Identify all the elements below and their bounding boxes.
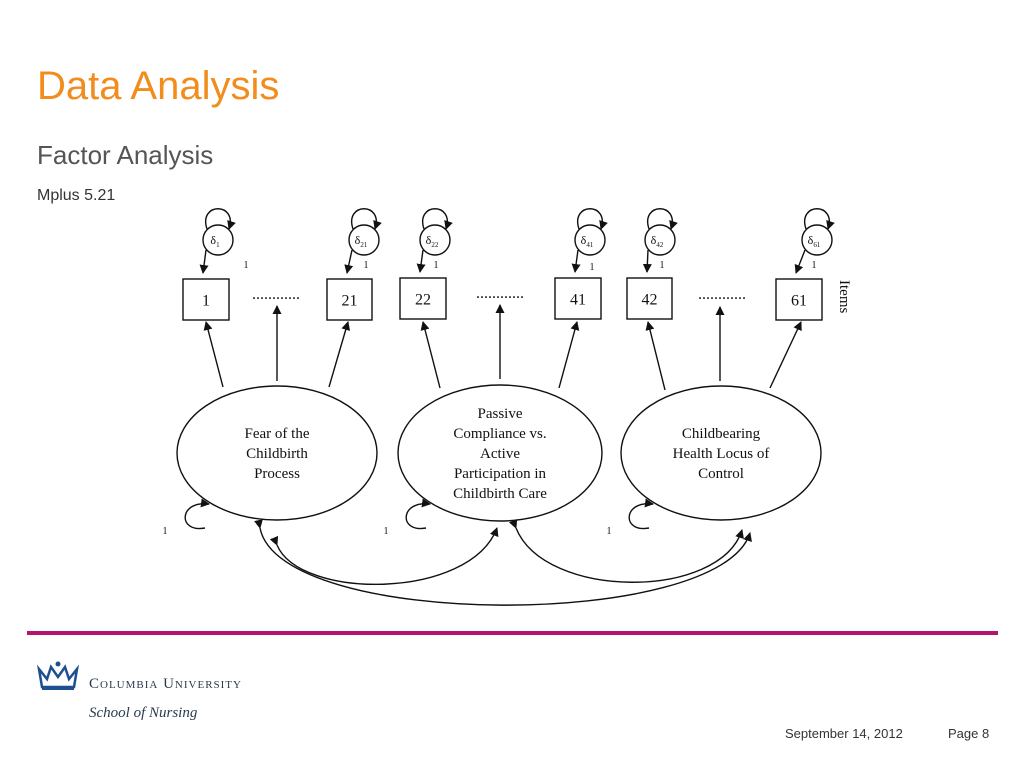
loading-arrow (558, 321, 580, 389)
factor-variance-label: 1 (163, 526, 168, 537)
crown-logo-icon (37, 661, 79, 690)
error-path-label: 1 (364, 260, 369, 271)
item-label: 42 (642, 292, 658, 309)
error-variance-loop (576, 208, 608, 230)
factor-label: Childbearing (682, 426, 761, 442)
covariance-curve (254, 519, 752, 606)
error-label: δ42 (651, 233, 664, 249)
factor-label: Control (698, 466, 744, 482)
error-path-arrow (794, 249, 806, 274)
error-path-label: 1 (660, 260, 665, 271)
error-path-label: 1 (590, 262, 595, 273)
error-label: δ21 (355, 233, 368, 249)
factor-variance-loop (184, 498, 210, 530)
factor-variance-label: 1 (384, 526, 389, 537)
factor-label: Participation in (454, 466, 547, 482)
factor-analysis-diagram: 1 δ1 1 21 δ21 1 22 δ22 1 41 δ41 1 42 δ42 1 61 δ61 1......… (163, 208, 852, 606)
factor-variance-loop (405, 498, 431, 530)
items-ellipsis: ............ (252, 286, 300, 303)
factor-label: Childbirth (246, 446, 308, 462)
footer-divider (27, 631, 998, 635)
error-label: δ1 (210, 233, 220, 249)
loading-arrow (645, 321, 666, 391)
error-term (644, 224, 676, 256)
software-note: Mplus 5.21 (37, 187, 116, 204)
error-path-arrow (416, 249, 426, 273)
factor-label: Active (480, 446, 520, 462)
items-ellipsis: ............ (476, 285, 524, 302)
slide-subtitle: Factor Analysis (37, 140, 214, 170)
loading-arrow (769, 321, 802, 389)
error-path-label: 1 (244, 260, 249, 271)
items-side-label: Items (836, 280, 852, 313)
factor-variance-label: 1 (607, 526, 612, 537)
error-term (801, 224, 833, 256)
error-label: δ22 (426, 233, 439, 249)
error-path-label: 1 (812, 260, 817, 271)
item-label: 22 (415, 292, 431, 309)
factor-label: Passive (478, 406, 523, 422)
error-variance-loop (803, 208, 835, 230)
item-label: 41 (570, 292, 586, 309)
error-path-arrow (344, 249, 354, 274)
error-path-arrow (571, 249, 581, 273)
covariance-curve (508, 518, 744, 583)
item-label: 61 (791, 293, 807, 310)
error-term (574, 224, 606, 256)
school-name: School of Nursing (89, 705, 198, 721)
error-variance-loop (204, 208, 236, 230)
covariance-curve (269, 527, 499, 585)
error-path-arrow (199, 249, 209, 274)
error-term (202, 224, 234, 256)
factor-variance-loop (628, 498, 654, 530)
factor-label: Fear of the (245, 426, 310, 442)
item-box (326, 278, 373, 321)
factor-label: Compliance vs. (453, 426, 546, 442)
factor-label: Process (254, 466, 300, 482)
items-ellipsis: ............ (698, 286, 746, 303)
item-box (399, 277, 447, 320)
item-label: 1 (202, 293, 210, 310)
loading-arrow (328, 321, 351, 388)
item-box (554, 277, 602, 320)
loading-arrow (203, 321, 224, 388)
error-term (419, 224, 451, 256)
error-label: δ41 (581, 233, 594, 249)
factor-label: Health Locus of (673, 446, 770, 462)
error-path-arrow (642, 249, 652, 273)
error-label: δ61 (808, 233, 821, 249)
item-box (775, 278, 823, 321)
university-name: Columbia University (89, 676, 242, 692)
factor-label: Childbirth Care (453, 486, 547, 502)
loading-arrow (420, 321, 441, 389)
error-term (348, 224, 380, 256)
error-variance-loop (350, 208, 382, 230)
slide-title: Data Analysis (37, 64, 280, 108)
item-box (626, 277, 673, 320)
footer-date: September 14, 2012 (785, 726, 903, 741)
error-variance-loop (421, 208, 453, 230)
error-variance-loop (646, 208, 678, 230)
item-label: 21 (342, 293, 358, 310)
error-path-label: 1 (434, 260, 439, 271)
item-box (182, 278, 230, 321)
page-number: Page 8 (948, 726, 990, 741)
